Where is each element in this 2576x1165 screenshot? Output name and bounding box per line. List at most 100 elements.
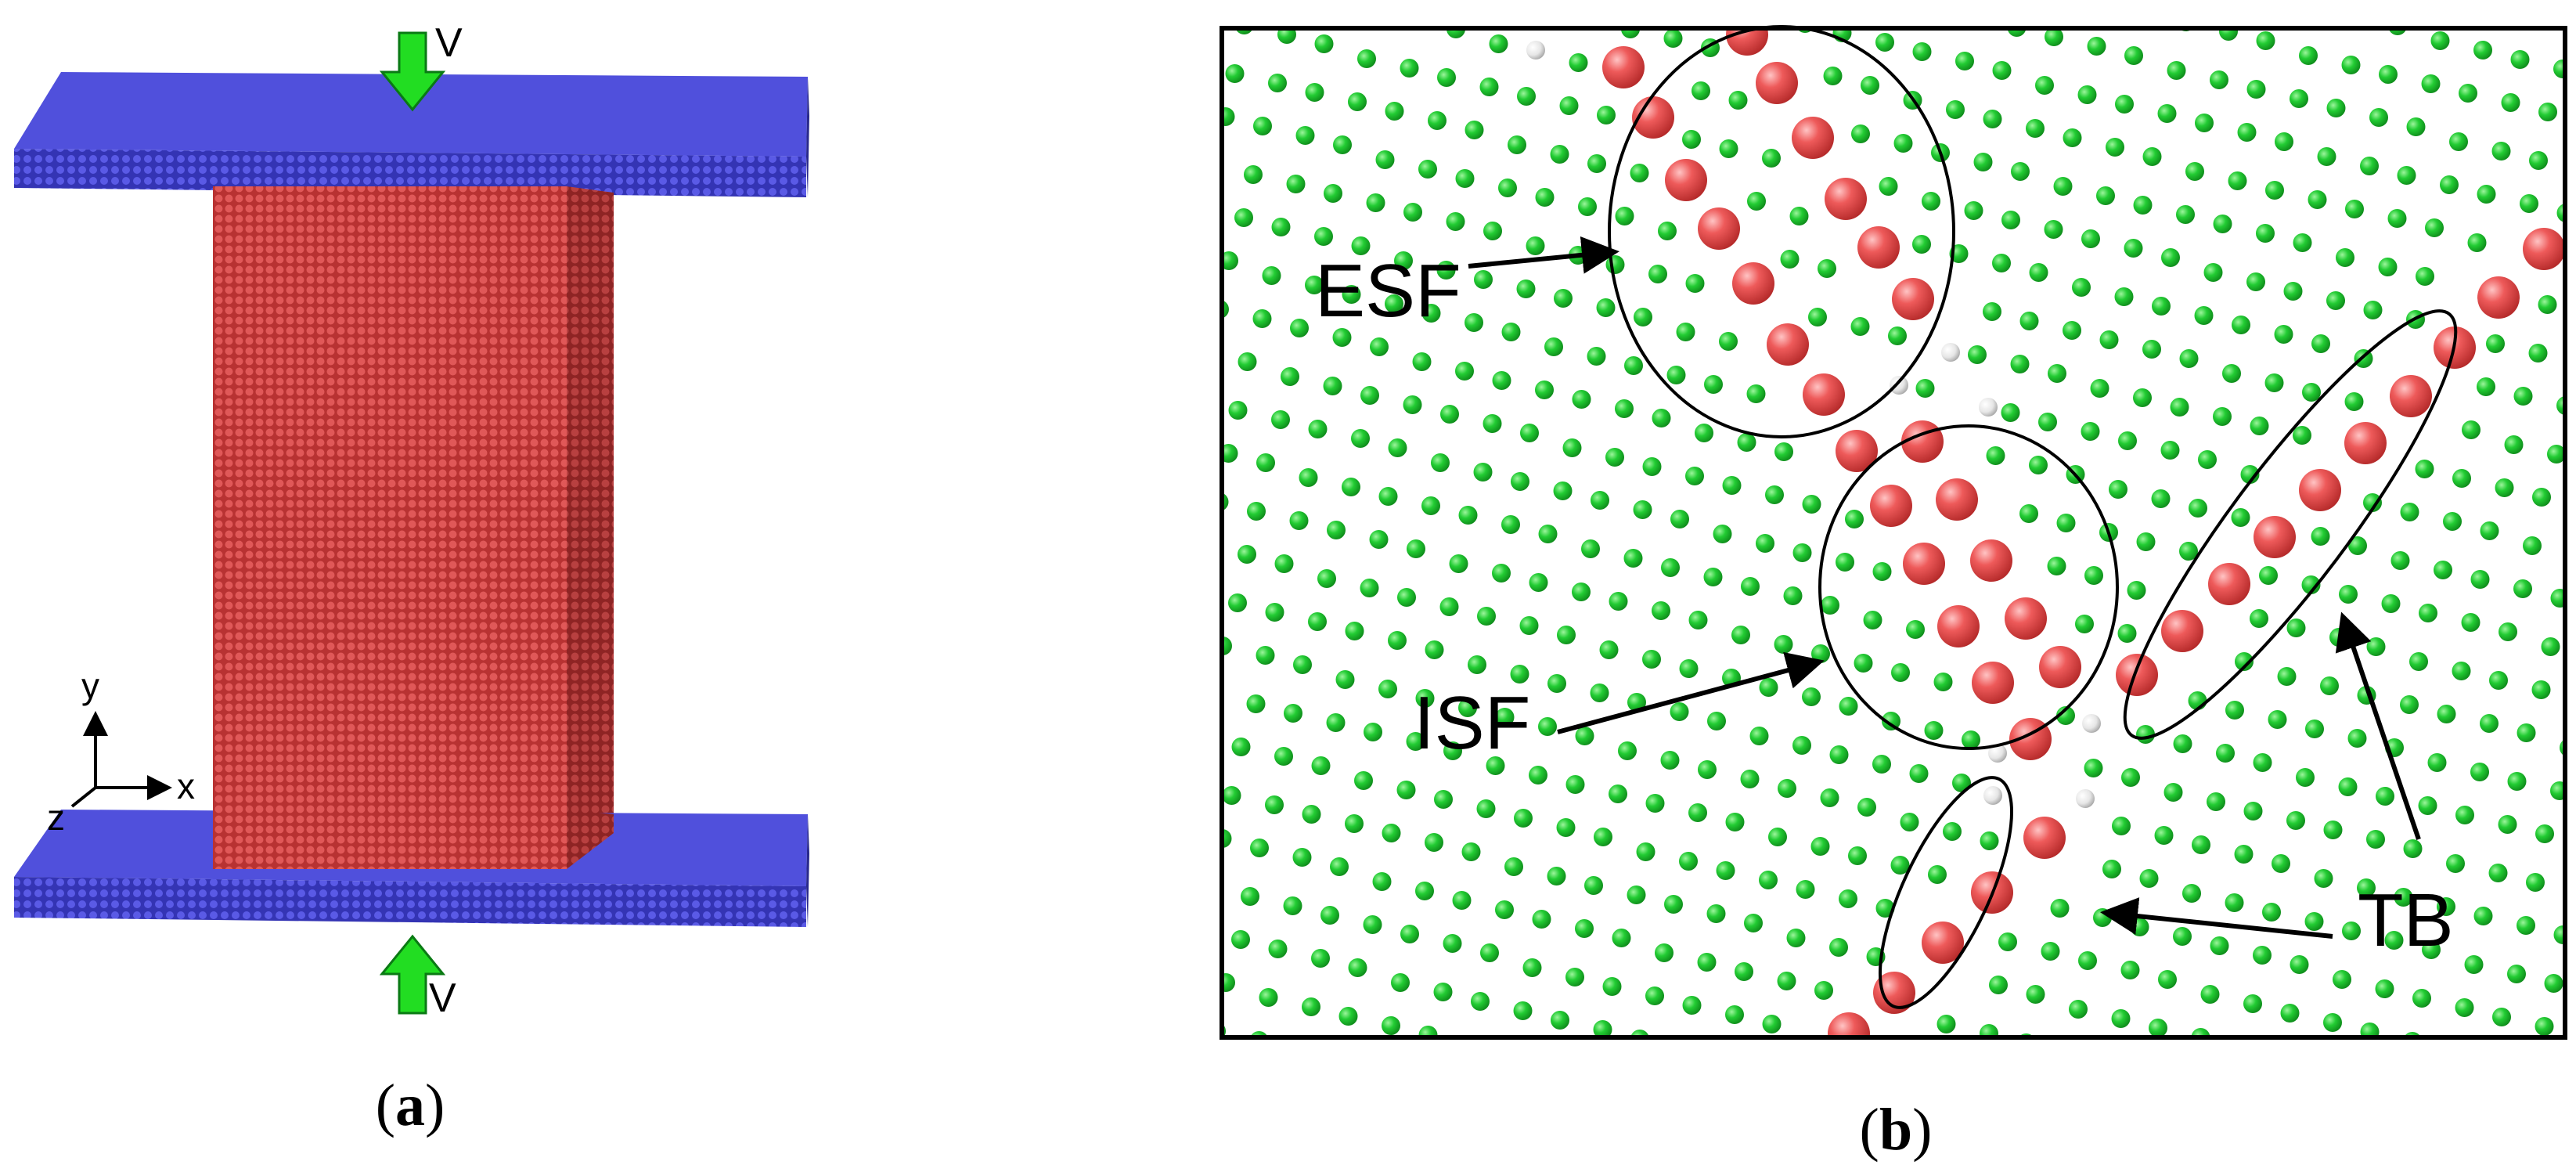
green-atom [2452,662,2471,680]
esf-arrow [1468,236,1619,274]
green-atom [2198,450,2217,469]
green-atom [1823,67,1843,85]
green-atom [1262,266,1281,285]
green-atom [2520,194,2538,213]
green-atom [1396,781,1416,799]
green-atom [1565,968,1584,986]
green-atom [1652,601,1670,620]
green-atom [2366,637,2386,656]
green-atom [1452,891,1472,910]
green-atom [1314,34,1334,53]
green-atom [1780,250,1800,269]
green-atom [1789,207,1809,225]
green-atom [1477,607,1496,626]
green-atom [1765,485,1784,504]
red-atom [1825,178,1867,220]
red-atom [2005,597,2047,640]
green-atom [2259,566,2278,585]
green-atom [1492,564,1511,582]
green-atom [2400,695,2419,714]
green-atom [2286,811,2305,830]
green-atom [2235,652,2254,671]
green-atom [2142,147,2162,166]
green-atom [2194,306,2214,325]
red-atom [1836,430,1878,472]
green-atom [2336,248,2354,267]
green-atom [1774,635,1793,654]
green-atom [2136,532,2156,551]
green-atom [1222,829,1232,848]
green-atom [1980,831,1999,850]
green-atom [1433,983,1453,1001]
green-atom [2419,604,2437,622]
green-atom [1268,74,1287,92]
green-atom [1774,442,1793,461]
green-atom [1436,261,1456,280]
green-atom [1980,1024,1998,1037]
green-atom [1888,326,1907,345]
red-atom [2116,654,2158,696]
green-atom [2019,312,2039,330]
green-atom [1535,381,1554,399]
axis-z-label: z [47,797,65,838]
green-atom [2434,561,2452,579]
green-atom [1983,302,2001,321]
green-atom [1670,510,1689,528]
green-atom [1394,251,1413,270]
green-atom [2470,570,2490,589]
green-atom [1302,997,1320,1016]
green-atom [1483,414,1502,433]
green-atom [1479,78,1499,96]
white-atom [1983,786,2002,805]
green-atom [1437,68,1456,87]
green-atom [2063,321,2081,340]
green-atom [1609,592,1628,611]
green-atom [2163,783,2183,802]
red-atom [1732,262,1774,305]
red-atoms [1602,28,2565,1037]
green-atom [2517,916,2535,935]
red-atom [2161,610,2203,652]
green-atom [2369,108,2388,127]
green-atom [1768,828,1787,846]
green-atom [1235,28,1253,34]
panel-b-border [1220,26,2567,1040]
green-atom [2486,334,2505,353]
green-atom [1703,568,1723,586]
green-atom [1922,192,1940,211]
green-atom [1252,309,1272,328]
green-atom [2440,175,2459,194]
green-atom [1707,712,1726,730]
green-atom [1519,616,1539,635]
green-atom [2232,316,2250,334]
green-atom [2499,622,2517,641]
green-atom [2240,465,2260,484]
green-atom [2544,974,2563,993]
red-atom [1698,207,1740,250]
green-atom [1473,463,1493,482]
green-atom [2109,480,2127,499]
green-atom [1562,438,1582,457]
green-atom [1360,579,1379,597]
green-atom [1909,764,1929,783]
green-atom [2192,835,2210,854]
green-atom [2077,85,2097,104]
green-atom [1495,708,1515,727]
green-atom [1388,438,1407,457]
green-atom [2513,579,2532,598]
green-atom [2299,46,2318,65]
green-atom [2225,701,2244,720]
green-atom [1697,953,1717,972]
green-atom [2026,985,2045,1004]
green-atom [2430,31,2450,50]
green-atom [1599,640,1619,659]
green-atom [2404,1032,2421,1037]
red-atom [1922,922,1964,964]
green-atom [1458,506,1478,525]
green-atom [1345,814,1364,833]
green-atom [2535,824,2554,843]
green-atom [2118,431,2137,450]
green-atom [1851,124,1870,143]
red-atom [2023,817,2066,859]
green-atom [2029,456,2048,474]
